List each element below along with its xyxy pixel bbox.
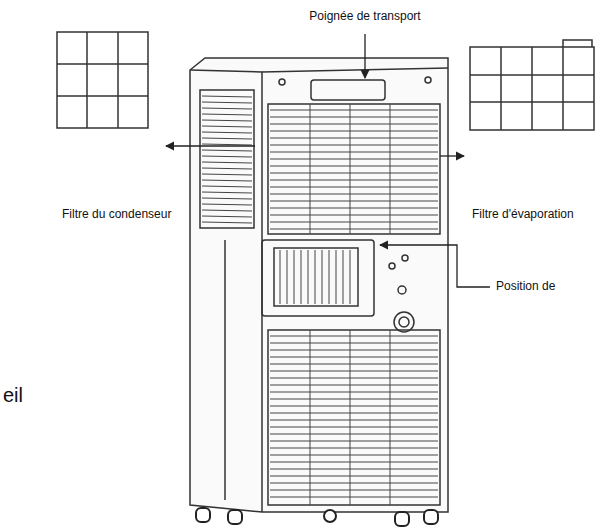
wheels xyxy=(196,508,438,526)
grille-slats xyxy=(202,96,438,505)
part-label: Poignée de transport xyxy=(307,10,422,24)
part-label: Position de xyxy=(494,280,557,294)
cut-off-text: eil xyxy=(1,384,25,407)
part-label: Filtre d'évaporation xyxy=(470,208,576,222)
evaporator-filter-grid xyxy=(470,40,594,130)
condenser-filter-grid xyxy=(57,32,148,128)
leader-arrows xyxy=(166,34,490,287)
part-label: Filtre du condenseur xyxy=(60,208,173,222)
unit-body xyxy=(190,58,448,512)
